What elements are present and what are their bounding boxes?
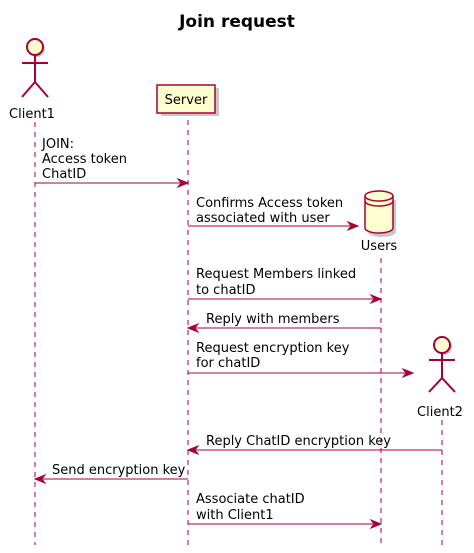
message-label-line: Associate chatID xyxy=(196,492,305,507)
actor-client1: Client1 xyxy=(9,38,55,122)
message-reply-members: Reply with members xyxy=(186,312,381,334)
participant-server: Server xyxy=(156,84,219,116)
message-label-line: Reply with members xyxy=(206,312,340,327)
arrowhead-icon xyxy=(33,473,47,485)
message-label-line: Access token xyxy=(42,152,127,167)
database-users-label: Users xyxy=(361,239,398,254)
arrowhead-icon xyxy=(176,177,190,189)
person-icon xyxy=(21,38,49,98)
message-request-members: Request Members linked to chatID xyxy=(188,267,383,305)
message-label-line: with Client1 xyxy=(196,508,274,523)
actor-client2: Client2 xyxy=(417,336,463,420)
message-request-key: Request encryption key for chatID xyxy=(188,341,415,379)
arrowhead-icon xyxy=(401,367,415,379)
message-label-line: Send encryption key xyxy=(52,463,186,478)
diagram-title: Join request xyxy=(178,12,295,32)
database-icon xyxy=(364,190,396,237)
actor-client2-label: Client2 xyxy=(417,405,463,420)
message-reply-key: Reply ChatID encryption key xyxy=(186,434,442,456)
message-send-key: Send encryption key xyxy=(33,463,188,485)
arrowhead-icon xyxy=(369,293,383,305)
arrowhead-icon xyxy=(186,444,200,456)
message-label-line: associated with user xyxy=(196,211,330,226)
message-join: JOIN: Access token ChatID xyxy=(35,137,190,189)
message-label-line: ChatID xyxy=(42,167,86,182)
message-confirm-token: Confirms Access token associated with us… xyxy=(188,196,360,232)
message-label-line: JOIN: xyxy=(41,137,74,152)
arrowhead-icon xyxy=(346,220,360,232)
message-label-line: Request Members linked xyxy=(196,267,356,282)
message-label-line: Confirms Access token xyxy=(196,196,343,211)
message-label-line: Request encryption key xyxy=(196,341,350,356)
arrowhead-icon xyxy=(369,518,383,530)
message-label-line: Reply ChatID encryption key xyxy=(206,434,391,449)
message-label-line: for chatID xyxy=(196,356,260,371)
message-associate: Associate chatID with Client1 xyxy=(188,492,383,530)
message-label-line: to chatID xyxy=(196,283,255,298)
database-users: Users xyxy=(361,190,398,254)
person-icon xyxy=(428,336,456,393)
participant-server-label: Server xyxy=(165,93,208,108)
actor-client1-label: Client1 xyxy=(9,107,55,122)
arrowhead-icon xyxy=(186,322,200,334)
